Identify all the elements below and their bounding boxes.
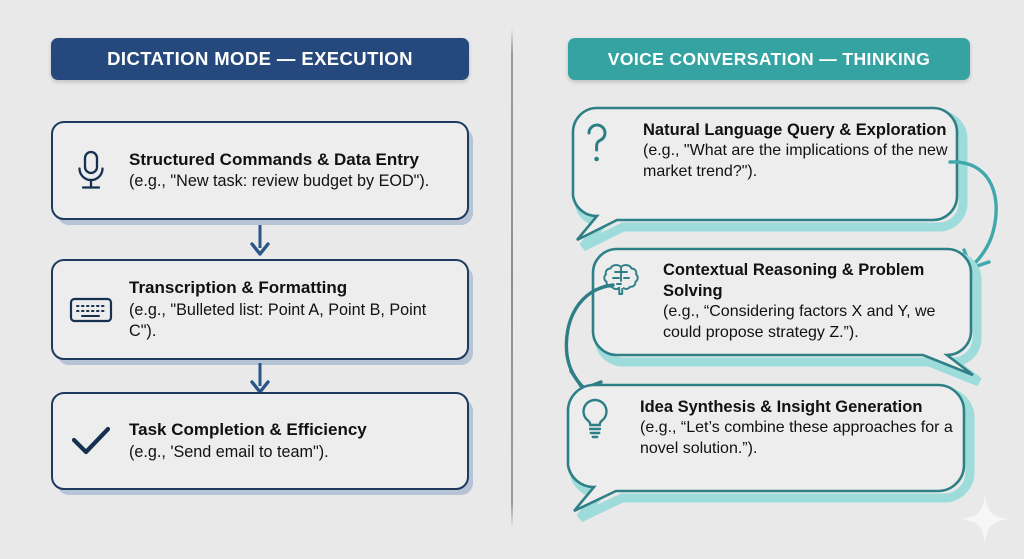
card-subtitle: (e.g., "Bulleted list: Point A, Point B,…	[129, 300, 427, 340]
card-title: Structured Commands & Data Entry	[129, 149, 419, 169]
voice-bubble-idea-synthesis[interactable]: Idea Synthesis & Insight Generation (e.g…	[560, 379, 975, 523]
keyboard-icon	[53, 294, 129, 326]
voice-bubble-contextual-reasoning[interactable]: Contextual Reasoning & Problem Solving (…	[585, 243, 985, 387]
brain-icon	[601, 260, 663, 295]
bubble-text: Natural Language Query & Exploration (e.…	[643, 120, 953, 183]
bubble-shape	[571, 106, 968, 252]
dictation-card-transcription[interactable]: Transcription & Formatting (e.g., "Bulle…	[51, 259, 469, 360]
right-column-header: VOICE CONVERSATION — THINKING	[568, 38, 970, 80]
bubble-subtitle: (e.g., “Let’s combine these approaches f…	[640, 418, 953, 457]
bubble-shape	[591, 247, 982, 387]
question-mark-icon	[581, 120, 643, 162]
microphone-icon	[53, 149, 129, 193]
dictation-card-structured-commands[interactable]: Structured Commands & Data Entry (e.g., …	[51, 121, 469, 220]
bubble-shape	[566, 383, 975, 523]
flow-arrow-2	[244, 362, 276, 396]
bubble-content: Contextual Reasoning & Problem Solving (…	[601, 260, 973, 344]
card-subtitle: (e.g., 'Send email to team").	[129, 442, 329, 461]
card-text: Task Completion & Efficiency (e.g., 'Sen…	[129, 419, 467, 462]
vertical-divider	[511, 28, 513, 528]
left-column-header: DICTATION MODE — EXECUTION	[51, 38, 469, 80]
card-title: Transcription & Formatting	[129, 278, 348, 298]
bubble-title: Natural Language Query & Exploration	[643, 121, 947, 139]
sparkle-icon	[962, 493, 1008, 545]
bubble-title: Idea Synthesis & Insight Generation	[640, 398, 923, 416]
bubble-text: Idea Synthesis & Insight Generation (e.g…	[640, 397, 958, 460]
checkmark-icon	[53, 424, 129, 458]
card-text: Structured Commands & Data Entry (e.g., …	[129, 149, 467, 192]
lightbulb-icon	[578, 397, 640, 439]
bubble-title: Contextual Reasoning & Problem Solving	[663, 261, 925, 300]
bubble-subtitle: (e.g., "What are the implications of the…	[643, 141, 948, 180]
card-text: Transcription & Formatting (e.g., "Bulle…	[129, 277, 467, 341]
dictation-card-task-completion[interactable]: Task Completion & Efficiency (e.g., 'Sen…	[51, 392, 469, 490]
bubble-text: Contextual Reasoning & Problem Solving (…	[663, 260, 973, 344]
card-subtitle: (e.g., "New task: review budget by EOD")…	[129, 172, 430, 191]
bubble-subtitle: (e.g., “Considering factors X and Y, we …	[663, 302, 936, 341]
bubble-content: Idea Synthesis & Insight Generation (e.g…	[578, 397, 958, 460]
voice-bubble-natural-language-query[interactable]: Natural Language Query & Exploration (e.…	[565, 100, 968, 252]
bubble-content: Natural Language Query & Exploration (e.…	[581, 120, 953, 183]
flow-arrow-1	[244, 224, 276, 258]
card-title: Task Completion & Efficiency	[129, 420, 367, 440]
